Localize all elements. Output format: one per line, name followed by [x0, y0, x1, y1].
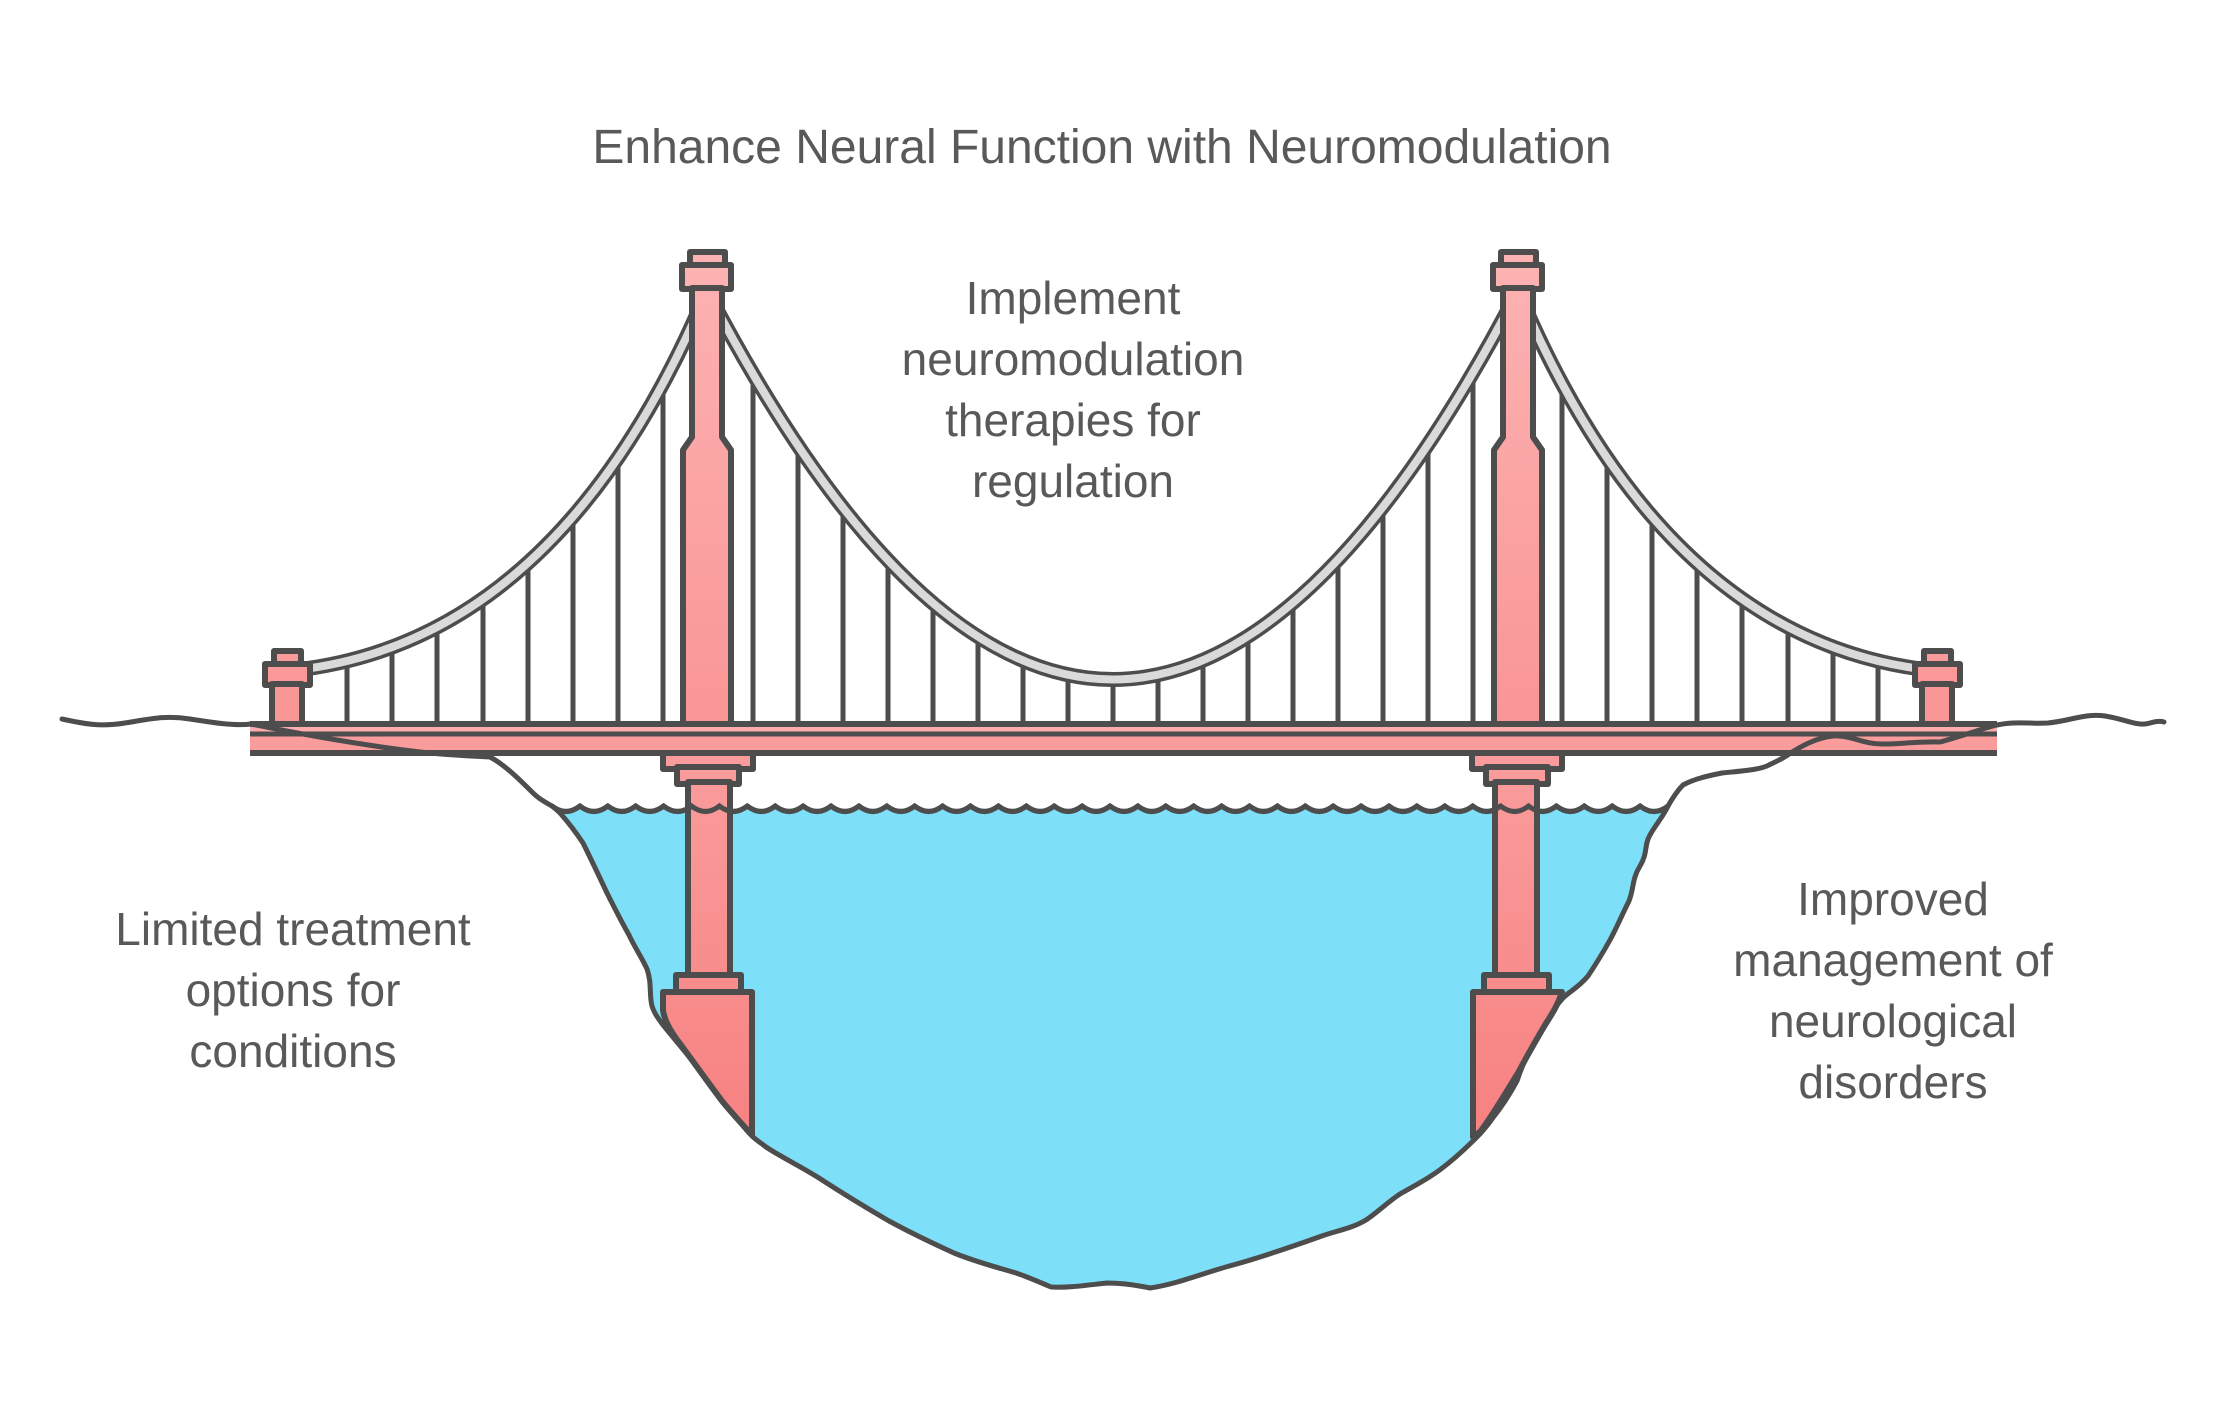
ground-line-left	[59, 714, 254, 728]
right-label-line: neurological	[1768, 995, 2018, 1047]
hanger-lines	[344, 373, 1881, 727]
center-label-line: neuromodulation	[901, 333, 1245, 385]
center-label-line: Implement	[965, 272, 1181, 324]
left-bank-curve	[248, 721, 493, 760]
right-label-line: management of	[1733, 934, 2053, 986]
right-label-line: Improved	[1797, 873, 1989, 925]
suspension-cables	[295, 287, 1930, 687]
left-label-line: conditions	[189, 1025, 397, 1077]
right-label-line: disorders	[1798, 1056, 1988, 1108]
basin-wall-right	[1665, 751, 1792, 809]
left-label-line: options for	[185, 964, 401, 1016]
right-pier	[1469, 750, 1565, 1140]
center-label-line: regulation	[971, 455, 1175, 507]
center-label: Implement neuromodulation therapies for …	[902, 268, 1245, 512]
left-anchor-post	[262, 648, 313, 729]
right-tower	[1490, 249, 1545, 743]
left-label-line: Limited treatment	[115, 903, 471, 955]
page-title: Enhance Neural Function with Neuromodula…	[592, 121, 1612, 174]
water-line	[550, 802, 1670, 814]
basin-wall-left	[487, 754, 555, 809]
left-pier	[660, 750, 756, 1138]
right-bank-curve	[1786, 722, 2000, 757]
left-label: Limited treatment options for conditions	[115, 899, 470, 1082]
ground-line-right	[1994, 712, 2167, 728]
right-label: Improved management of neurological diso…	[1733, 869, 2053, 1113]
center-label-line: therapies for	[945, 394, 1201, 446]
right-anchor-post	[1912, 648, 1963, 729]
left-tower	[679, 249, 734, 743]
bridge-deck	[250, 721, 1997, 756]
